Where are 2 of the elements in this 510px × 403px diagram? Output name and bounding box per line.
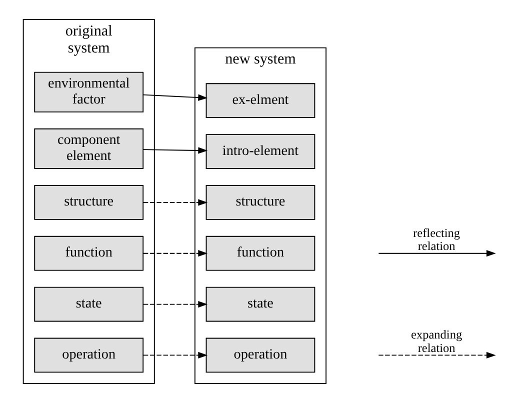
legend-label: expanding relation [410,328,462,355]
legend-label: reflecting relation [412,226,460,253]
